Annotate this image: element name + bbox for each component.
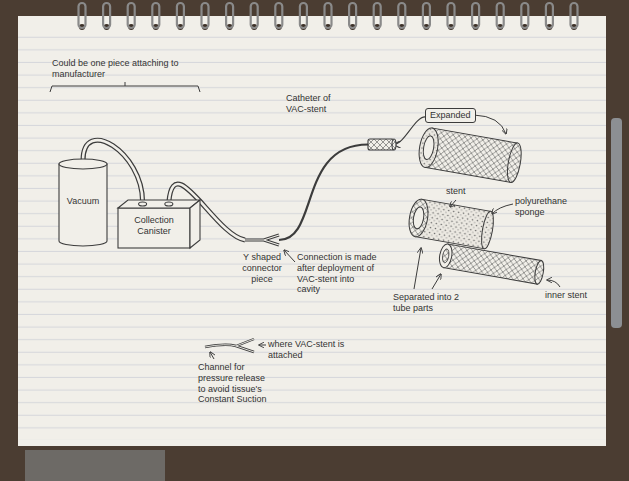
annotation: Separated into 2 tube parts [393, 292, 471, 314]
spiral-ring [103, 3, 110, 28]
spiral-ring [275, 3, 282, 28]
line-connector [279, 145, 368, 241]
leader-line [547, 280, 560, 287]
y-connector: Y shaped connector piece [245, 234, 279, 246]
collection-canister: Collection Canister [118, 198, 200, 248]
node-text: Y shaped connector piece [232, 252, 292, 284]
leader-line [450, 200, 456, 207]
spiral-binding [79, 3, 578, 30]
spiral-ring [349, 3, 356, 28]
spiral-ring [251, 3, 258, 28]
annotation: inner stent [545, 290, 595, 301]
cylinder-top [59, 159, 107, 169]
pen [611, 118, 622, 328]
leader-line [210, 352, 214, 359]
y-connector-sketch [205, 339, 254, 352]
inner-stent [438, 243, 546, 285]
cylinder-body [59, 164, 107, 246]
canister-top [118, 200, 200, 208]
spiral-ring [571, 3, 578, 28]
spiral-ring [423, 3, 430, 28]
canister-port [165, 202, 173, 206]
spiral-ring [374, 3, 381, 28]
y-outline [245, 234, 279, 246]
canister-front [118, 208, 190, 248]
spiral-ring [202, 3, 209, 28]
spiral-ring [546, 3, 553, 28]
spiral-ring [300, 3, 307, 28]
leader-line [432, 274, 441, 289]
annotation: Connection is made after deployment of V… [297, 252, 379, 295]
bracket [50, 82, 200, 92]
spiral-ring [448, 3, 455, 28]
y-connector-outline [245, 235, 279, 245]
line-connector [394, 117, 425, 145]
leader-line [284, 250, 295, 262]
spiral-ring [472, 3, 479, 28]
sponge-tube [406, 198, 495, 250]
spiral-ring [398, 3, 405, 28]
spiral-ring [79, 3, 86, 28]
spiral-ring [521, 3, 528, 28]
node-text: Catheter of VAC-stent [286, 93, 350, 115]
spiral-ring [177, 3, 184, 28]
ruled-lines [18, 36, 606, 440]
catheter-tip: Catheter of VAC-stent [368, 139, 394, 150]
y-connector-sketch [205, 339, 254, 352]
expanded-box: Expanded [425, 108, 476, 123]
canister-side [190, 200, 200, 248]
spiral-ring [152, 3, 159, 28]
connector-line [394, 117, 425, 145]
canister-port [139, 202, 147, 206]
annotation: where VAC-stent is attached [268, 339, 378, 361]
y-connector-outline [245, 235, 279, 245]
annotation: polyurethane sponge [515, 196, 577, 218]
tip-outline [368, 139, 394, 150]
notebook-page [18, 16, 606, 446]
node-text: Expanded [426, 109, 475, 122]
desk-object [25, 450, 165, 481]
expanded-stent [416, 126, 523, 183]
spiral-ring [128, 3, 135, 28]
connector-line [279, 145, 368, 241]
mesh-tip [368, 139, 394, 150]
node-text: Collection Canister [118, 215, 190, 237]
annotation: stent [446, 186, 476, 197]
node-text: Vacuum [58, 196, 108, 207]
leader-line [474, 115, 506, 134]
annotation: Could be one piece attaching to manufact… [52, 58, 227, 80]
vacuum-cylinder: Vacuum [58, 158, 108, 246]
spiral-ring [226, 3, 233, 28]
mesh-tip-end [392, 139, 396, 150]
spiral-ring [325, 3, 332, 28]
leader-line [492, 204, 513, 214]
leader-line [414, 248, 421, 289]
spiral-ring [497, 3, 504, 28]
annotation: Channel for pressure release to avoid ti… [198, 362, 272, 405]
leader-line [259, 345, 266, 346]
